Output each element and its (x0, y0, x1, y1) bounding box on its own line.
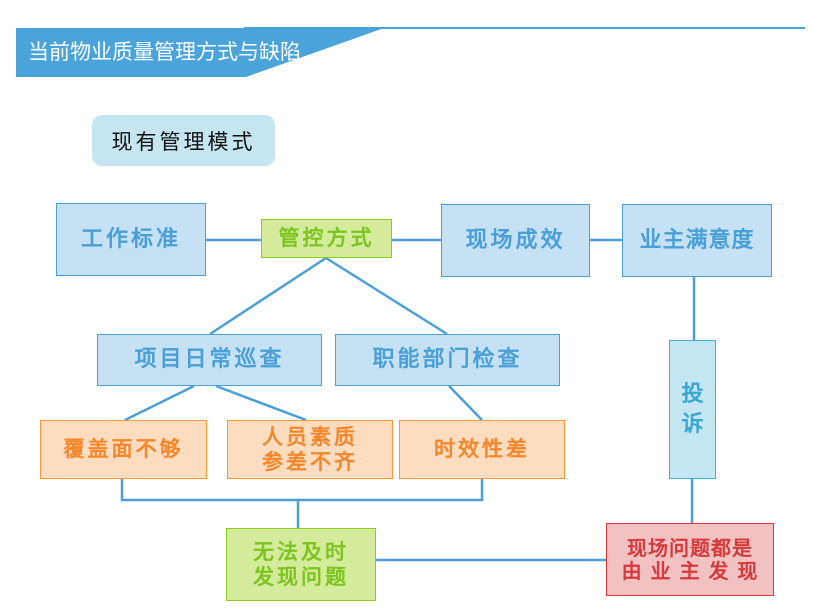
node-owner-found: 现场问题都是 由 业 主 发 现 (606, 523, 774, 596)
header-rule (244, 27, 805, 29)
connector-bracket (120, 479, 484, 502)
node-owner-found-line2: 由 业 主 发 现 (621, 558, 759, 583)
page-title: 当前物业质量管理方式与缺陷 (28, 40, 301, 64)
node-owner-found-line1: 现场问题都是 (627, 535, 753, 560)
node-coverage-insufficient: 覆盖面不够 (40, 420, 207, 479)
node-owner-satisfaction: 业主满意度 (622, 204, 772, 277)
connector-dept-timeliness (448, 385, 483, 421)
node-daily-patrol: 项目日常巡查 (97, 334, 322, 386)
section-label: 现有管理模式 (92, 115, 275, 166)
node-timeliness-poor: 时效性差 (399, 420, 565, 479)
connector-patrol-staff (215, 384, 307, 422)
connector-control-patrol (209, 256, 327, 336)
node-work-standard: 工作标准 (56, 203, 206, 276)
connector-control-dept (325, 256, 448, 336)
node-cannot-detect: 无法及时 发现问题 (226, 528, 376, 601)
node-cannot-detect-line2: 发现问题 (253, 564, 349, 589)
node-control-method: 管控方式 (261, 219, 392, 258)
node-complaint: 投 诉 (669, 340, 716, 479)
node-dept-inspection: 职能部门检查 (335, 334, 560, 386)
node-complaint-line1: 投 (681, 381, 704, 407)
node-staff-quality: 人员素质 参差不齐 (227, 420, 393, 479)
node-site-result: 现场成效 (441, 204, 590, 277)
node-complaint-line2: 诉 (681, 411, 704, 437)
connector-patrol-coverage (124, 384, 195, 422)
node-staff-quality-line2: 参差不齐 (262, 449, 358, 474)
node-cannot-detect-line1: 无法及时 (253, 540, 349, 565)
node-staff-quality-line1: 人员素质 (262, 425, 358, 450)
